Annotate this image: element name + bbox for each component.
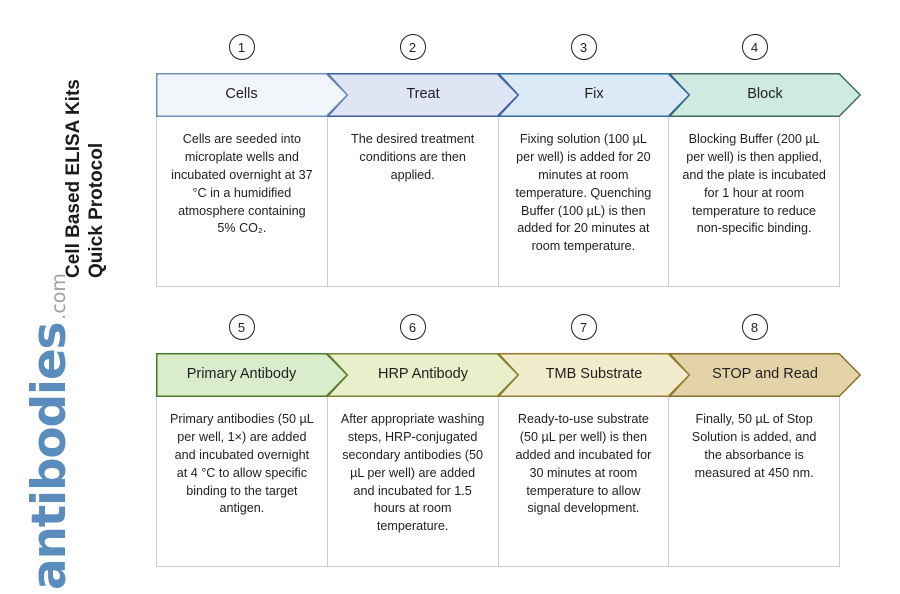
- step-number-4: 4: [741, 34, 768, 60]
- chevron-step-2[interactable]: Treat: [327, 73, 519, 117]
- chevron-label: Fix: [584, 86, 604, 103]
- chevron-label: HRP Antibody: [377, 366, 468, 383]
- page-title: Cell Based ELISA Kits Quick Protocol: [62, 28, 107, 278]
- description-text: Ready-to-use substrate (50 µL per well) …: [515, 412, 652, 516]
- step-numbers-row-1: 1 2 3 4: [156, 34, 846, 66]
- page-title-line-1: Cell Based ELISA Kits: [63, 79, 84, 278]
- chevron-step-5[interactable]: Primary Antibody: [156, 353, 348, 397]
- chevron-step-1[interactable]: Cells: [156, 73, 348, 117]
- chevron-label: Cells: [225, 86, 258, 103]
- page-title-text: Cell Based ELISA Kits Quick Protocol: [62, 79, 108, 278]
- chevron-shape: [156, 353, 348, 397]
- chevron-bar-row-1: Cells Treat Fix Block: [156, 73, 861, 117]
- step-number-label: 5: [237, 319, 246, 335]
- chevron-label: Block: [747, 86, 783, 103]
- description-text: After appropriate washing steps, HRP-con…: [340, 412, 485, 534]
- chevron-step-4[interactable]: Block: [669, 73, 861, 117]
- logo-brand-text: antibodies: [22, 322, 77, 590]
- step-number-6: 6: [399, 314, 426, 340]
- antibodies-logo: antibodies .com: [22, 273, 86, 590]
- description-table-row-2: Primary antibodies (50 µL per well, 1×) …: [156, 397, 840, 567]
- description-cell-step-8: Finally, 50 µL of Stop Solution is added…: [669, 397, 839, 566]
- step-number-label: 4: [750, 39, 759, 55]
- chevron-step-7[interactable]: TMB Substrate: [498, 353, 690, 397]
- description-text: Fixing solution (100 µL per well) is add…: [515, 132, 652, 254]
- logo-tld-text: .com: [48, 273, 70, 320]
- chevron-label: Primary Antibody: [186, 366, 297, 383]
- chevron-shape: [156, 73, 348, 117]
- step-number-2: 2: [399, 34, 426, 60]
- description-text: Primary antibodies (50 µL per well, 1×) …: [170, 412, 314, 516]
- step-number-label: 1: [237, 39, 246, 55]
- description-text: Blocking Buffer (200 µL per well) is the…: [682, 132, 826, 236]
- step-number-5: 5: [228, 314, 255, 340]
- step-number-1: 1: [228, 34, 255, 60]
- description-cell-step-2: The desired treatment conditions are the…: [328, 117, 499, 286]
- step-number-8: 8: [741, 314, 768, 340]
- step-number-label: 8: [750, 319, 759, 335]
- description-cell-step-4: Blocking Buffer (200 µL per well) is the…: [669, 117, 839, 286]
- description-cell-step-7: Ready-to-use substrate (50 µL per well) …: [499, 397, 670, 566]
- description-table-row-1: Cells are seeded into microplate wells a…: [156, 117, 840, 287]
- description-text: Finally, 50 µL of Stop Solution is added…: [691, 412, 817, 480]
- page-title-line-2: Quick Protocol: [86, 142, 108, 278]
- description-cell-step-1: Cells are seeded into microplate wells a…: [157, 117, 328, 286]
- step-number-label: 2: [408, 39, 417, 55]
- description-text: The desired treatment conditions are the…: [351, 132, 475, 182]
- chevron-label: Treat: [406, 86, 440, 103]
- chevron-label: STOP and Read: [712, 366, 818, 383]
- chevron-step-3[interactable]: Fix: [498, 73, 690, 117]
- flow-row-2: 5 6 7 8 Primary Antibody HRP Antibody TMB Sub…: [156, 314, 861, 567]
- chevron-step-6[interactable]: HRP Antibody: [327, 353, 519, 397]
- description-cell-step-3: Fixing solution (100 µL per well) is add…: [499, 117, 670, 286]
- flow-row-1: 1 2 3 4 Cells Treat Fix Block Cells are seeded…: [156, 34, 861, 287]
- chevron-label: TMB Substrate: [545, 366, 643, 383]
- description-cell-step-5: Primary antibodies (50 µL per well, 1×) …: [157, 397, 328, 566]
- chevron-bar-row-2: Primary Antibody HRP Antibody TMB Substrat…: [156, 353, 861, 397]
- step-number-label: 3: [579, 39, 588, 55]
- description-cell-step-6: After appropriate washing steps, HRP-con…: [328, 397, 499, 566]
- chevron-step-8[interactable]: STOP and Read: [669, 353, 861, 397]
- description-text: Cells are seeded into microplate wells a…: [171, 132, 313, 236]
- step-numbers-row-2: 5 6 7 8: [156, 314, 846, 346]
- step-number-label: 6: [408, 319, 417, 335]
- step-number-label: 7: [579, 319, 588, 335]
- step-number-3: 3: [570, 34, 597, 60]
- step-number-7: 7: [570, 314, 597, 340]
